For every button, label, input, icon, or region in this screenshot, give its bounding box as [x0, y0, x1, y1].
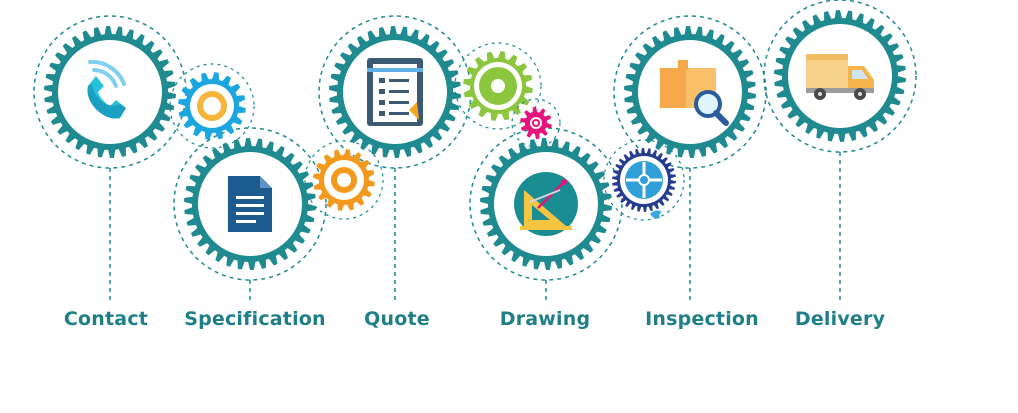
step-label-delivery: Delivery — [794, 308, 886, 330]
orange-gear-center — [337, 173, 351, 187]
connector-lines — [109, 152, 841, 300]
navy-gear-center — [638, 174, 650, 186]
step-label-specification: Specification — [184, 308, 326, 330]
step-label-drawing: Drawing — [499, 308, 591, 330]
halo-specification — [173, 127, 327, 281]
drafting-tools-icon — [514, 172, 578, 236]
phone-icon — [87, 59, 127, 119]
clipboard-icon — [367, 58, 423, 126]
box-magnifier-icon — [660, 60, 729, 126]
halo-drawing — [469, 127, 623, 281]
decorative-gears — [169, 42, 685, 221]
step-label-inspection: Inspection — [645, 308, 759, 330]
magenta-gear-center — [534, 121, 538, 125]
dashed-halos — [33, 0, 917, 281]
blue-gear-center — [203, 97, 221, 115]
green-gear-center — [491, 79, 505, 93]
blue-gear-halo — [169, 63, 255, 149]
halo-inspection — [613, 15, 767, 169]
step-label-quote: Quote — [364, 308, 430, 330]
bird-icon — [650, 210, 662, 219]
orange-gear-halo — [304, 140, 384, 220]
truck-icon — [806, 54, 874, 100]
step-label-contact: Contact — [63, 308, 149, 330]
navy-gear-halo — [603, 139, 685, 221]
halo-delivery — [763, 0, 917, 153]
document-icon — [228, 176, 272, 232]
gear-face-contact — [58, 40, 162, 144]
